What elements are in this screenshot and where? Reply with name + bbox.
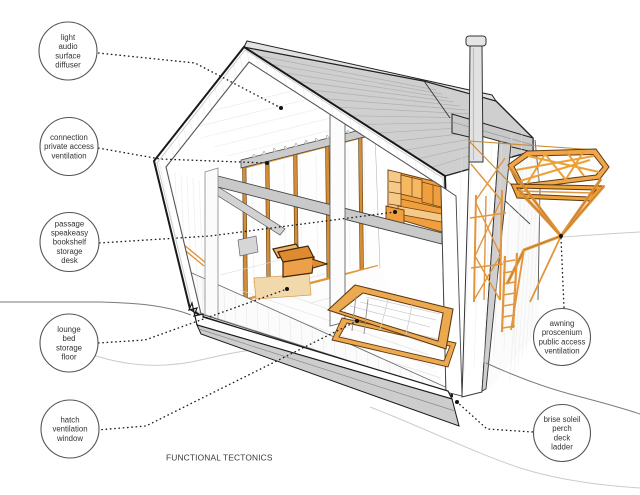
svg-text:private access: private access [44,142,94,151]
svg-text:perch: perch [552,424,572,433]
svg-text:storage: storage [56,343,82,352]
svg-text:diffuser: diffuser [55,61,81,70]
svg-text:ventilation: ventilation [51,151,86,160]
svg-text:floor: floor [61,353,77,362]
svg-text:ventilation: ventilation [52,425,87,434]
svg-text:surface: surface [55,51,81,60]
svg-text:storage: storage [56,247,82,256]
svg-text:passage: passage [55,219,84,228]
svg-text:desk: desk [61,256,78,265]
svg-text:connection: connection [50,133,88,142]
svg-text:awning: awning [550,319,575,328]
svg-text:speakeasy: speakeasy [51,229,88,238]
svg-text:proscenium: proscenium [542,328,582,337]
svg-text:audio: audio [58,42,78,51]
svg-text:hatch: hatch [60,416,79,425]
svg-text:bookshelf: bookshelf [53,238,87,247]
svg-text:ladder: ladder [551,443,573,452]
svg-text:lounge: lounge [57,325,80,334]
svg-text:bed: bed [62,334,75,343]
svg-text:deck: deck [554,433,571,442]
svg-text:window: window [56,434,83,443]
svg-text:light: light [61,33,76,42]
svg-text:FUNCTIONAL TECTONICS: FUNCTIONAL TECTONICS [166,453,273,463]
svg-text:ventilation: ventilation [544,347,579,356]
svg-text:brise soleil: brise soleil [544,415,581,424]
svg-text:public access: public access [539,337,586,346]
